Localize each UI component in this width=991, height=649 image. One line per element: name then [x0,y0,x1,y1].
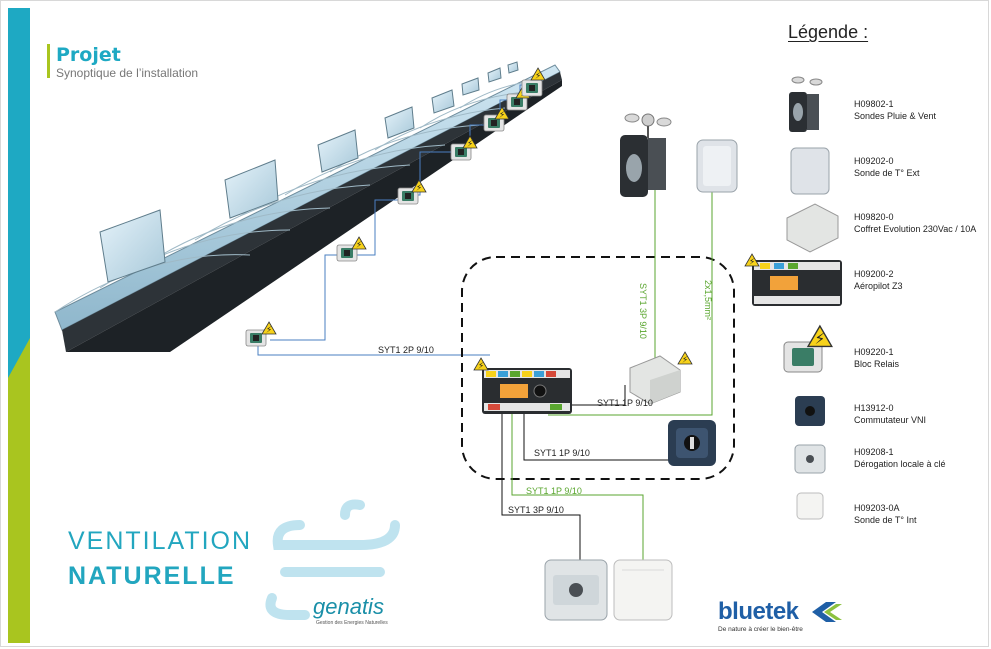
relay-block-icon [783,341,823,373]
wire-label-key-override: SYT1 3P 9/10 [508,505,564,515]
page-subtitle: Synoptique de l’installation [56,66,199,80]
rain-wind-sensor-icon [789,76,823,132]
legend-item: H13912-0 Commutateur VNI [854,402,926,426]
indoor-temp-sensor-icon [796,492,824,520]
legend-code: H09203-0A [854,503,900,513]
key-override-icon [794,444,826,474]
legend-label: Sonde de T° Int [854,515,917,525]
legend-item: H09820-0 Coffret Evolution 230Vac / 10A [854,211,976,235]
legend-item: H09200-2 Aéropilot Z3 [854,268,903,292]
brand-line-2: NATURELLE [68,562,236,590]
legend-label: Commutateur VNI [854,415,927,425]
genatis-wave-logo [265,499,400,620]
legend-item: H09802-1 Sondes Pluie & Vent [854,98,936,122]
outdoor-temp-sensor [696,139,738,193]
legend-label: Coffret Evolution 230Vac / 10A [854,224,977,234]
legend-label: Dérogation locale à clé [854,459,946,469]
legend-title: Légende : [788,22,869,42]
legend-code: H09802-1 [854,99,894,109]
legend-label: Sondes Pluie & Vent [854,111,937,121]
legend-code: H13912-0 [854,403,894,413]
genatis-tagline: Gestion des Energies Naturelles [316,620,388,626]
skylight-roof [54,61,562,352]
wire-label-relays: SYT1 2P 9/10 [378,345,434,355]
legend-item: H09208-1 Dérogation locale à clé [854,446,946,470]
legend-label: Aéropilot Z3 [854,281,903,291]
wire-label-cabinet: SYT1 1P 9/10 [597,398,653,408]
power-cabinet [629,355,681,405]
vni-switch [668,420,716,466]
indoor-temp-sensor [613,559,673,621]
page-title: Projet [56,44,121,66]
wire-label-indoor-temp: SYT1 1P 9/10 [526,486,582,496]
aeropilot-controller [482,368,572,414]
legend-code: H09820-0 [854,212,894,222]
bluetek-part-1: blue [718,598,766,625]
aeropilot-controller-icon [752,260,842,306]
rain-wind-sensor [620,113,672,197]
outdoor-temp-sensor-icon [790,147,830,195]
legend-code: H09202-0 [854,156,894,166]
title-accent-bar [47,44,50,78]
legend-code: H09220-1 [854,347,894,357]
legend-label: Bloc Relais [854,359,900,369]
bluetek-logo-text: bluetek [718,598,799,626]
side-color-band [8,8,30,643]
bluetek-tagline: De nature à créer le bien-être [718,626,803,633]
black-wiring [501,385,668,560]
green-wiring [511,190,713,560]
key-override-device [544,559,608,621]
legend-item: H09220-1 Bloc Relais [854,346,899,370]
wire-label-switch: SYT1 1P 9/10 [534,448,590,458]
legend-item: H09203-0A Sonde de T° Int [854,502,916,526]
power-cabinet-icon [786,203,839,253]
legend-label: Sonde de T° Ext [854,168,920,178]
wire-label-temp: 2x1,5mm² [703,280,713,321]
bluetek-logo-mark [812,602,842,622]
legend-icons [744,76,842,520]
legend-code: H09208-1 [854,447,894,457]
vni-switch-icon [795,396,825,426]
brand-line-1: VENTILATION [68,527,253,555]
bluetek-part-2: tek [765,598,799,625]
control-enclosure-outline [461,256,735,480]
legend-item: H09202-0 Sonde de T° Ext [854,155,919,179]
wire-label-sensors: SYT1 3P 9/10 [638,283,648,339]
genatis-logo-text: genatis [313,594,384,619]
legend-code: H09200-2 [854,269,894,279]
